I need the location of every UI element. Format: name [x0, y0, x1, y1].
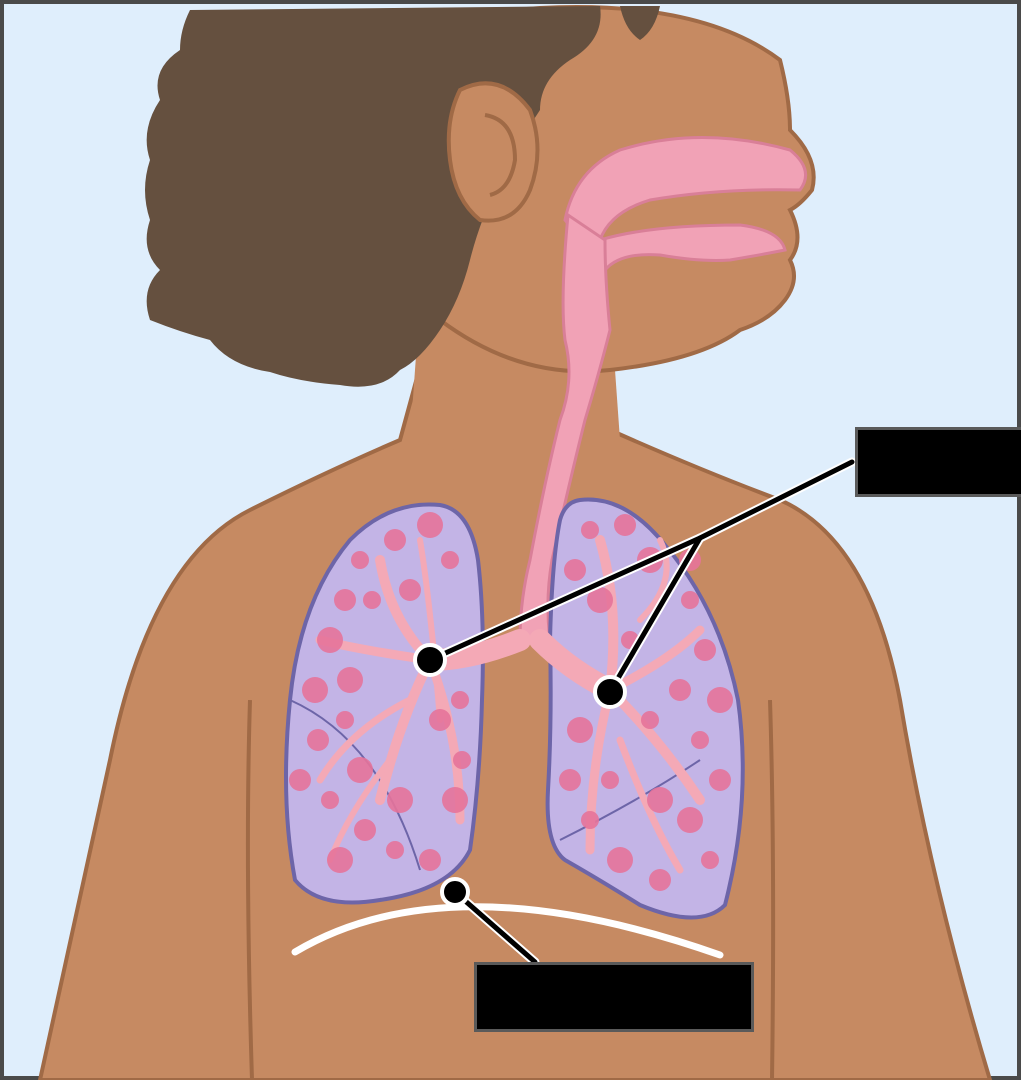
lung-pointer-dot-left [415, 645, 445, 675]
alveolus [399, 579, 421, 601]
label-box-diaphragm[interactable] [474, 962, 754, 1032]
alveolus [327, 847, 353, 873]
alveolus [317, 627, 343, 653]
alveolus [321, 791, 339, 809]
alveolus [707, 687, 733, 713]
diaphragm-pointer-dot [442, 879, 468, 905]
alveolus [363, 591, 381, 609]
alveolus [451, 691, 469, 709]
alveolus [384, 529, 406, 551]
alveolus [694, 639, 716, 661]
alveolus [681, 591, 699, 609]
alveolus [607, 847, 633, 873]
lung-pointer-dot-right [595, 677, 625, 707]
alveolus [354, 819, 376, 841]
alveolus [581, 811, 599, 829]
alveolus [442, 787, 468, 813]
alveolus [649, 869, 671, 891]
alveolus [564, 559, 586, 581]
alveolus [307, 729, 329, 751]
alveolus [334, 589, 356, 611]
alveolus [302, 677, 328, 703]
alveolus [386, 841, 404, 859]
alveolus [709, 769, 731, 791]
alveolus [441, 551, 459, 569]
alveolus [567, 717, 593, 743]
alveolus [419, 849, 441, 871]
alveolus [641, 711, 659, 729]
alveolus [289, 769, 311, 791]
alveolus [701, 851, 719, 869]
alveolus [351, 551, 369, 569]
alveolus [559, 769, 581, 791]
alveolus [677, 807, 703, 833]
alveolus [601, 771, 619, 789]
alveolus [429, 709, 451, 731]
alveolus [691, 731, 709, 749]
alveolus [453, 751, 471, 769]
alveolus [337, 667, 363, 693]
ear [449, 83, 538, 220]
alveolus [647, 787, 673, 813]
alveolus [417, 512, 443, 538]
alveolus [347, 757, 373, 783]
alveolus [669, 679, 691, 701]
alveolus [581, 521, 599, 539]
alveolus [336, 711, 354, 729]
alveolus [387, 787, 413, 813]
label-box-lungs[interactable] [855, 427, 1021, 497]
alveolus [614, 514, 636, 536]
